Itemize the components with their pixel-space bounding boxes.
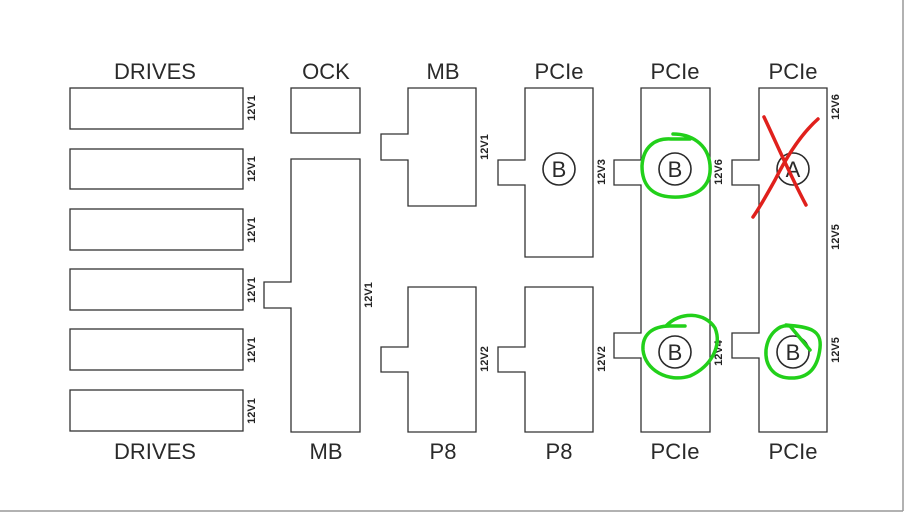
- green-circle-annotation-col5-bottom: [641, 313, 719, 380]
- marker-col5-top: B: [668, 157, 683, 182]
- mb-main-connector: [263, 158, 361, 433]
- marker-col5-bottom: B: [668, 340, 683, 365]
- red-cross-stroke-2: [751, 117, 820, 219]
- drive-rail-3: 12V1: [246, 217, 258, 243]
- ock-connector: [290, 87, 361, 134]
- pcie-col4-rail: 12V3: [596, 159, 608, 185]
- top-label-drives: DRIVES: [114, 59, 196, 84]
- marker-circle-col6-bottom: [776, 335, 810, 369]
- top-label-pcie-3: PCIe: [769, 59, 818, 84]
- pcie-col6-middle-rail: 12V5: [830, 224, 842, 250]
- marker-circle-col4: [542, 152, 576, 186]
- bottom-label-drives: DRIVES: [114, 439, 196, 464]
- drive-connector-5: [69, 328, 244, 371]
- drive-connector-2: [69, 148, 244, 190]
- drive-rail-5: 12V1: [246, 337, 258, 363]
- drive-rail-6: 12V1: [246, 398, 258, 424]
- drive-connector-6: [69, 389, 244, 432]
- drive-connector-3: [69, 208, 244, 251]
- bottom-label-mb: MB: [310, 439, 343, 464]
- pcie-col6-bottom-rail: 12V5: [830, 337, 842, 363]
- pcie-col5-top-rail: 12V6: [713, 159, 725, 185]
- drive-connector-1: [69, 87, 244, 130]
- pcie-connector-col4: [497, 87, 594, 258]
- pcie-connector-col5: [613, 87, 711, 433]
- bottom-label-pcie-2: PCIe: [769, 439, 818, 464]
- p8-connector-2: [497, 286, 594, 433]
- top-label-pcie-2: PCIe: [651, 59, 700, 84]
- mb-main-rail: 12V1: [363, 282, 375, 308]
- drive-rail-4: 12V1: [246, 277, 258, 303]
- top-label-pcie-1: PCIe: [535, 59, 584, 84]
- marker-circle-col5-top: [658, 152, 692, 186]
- p8-rail-1: 12V2: [479, 346, 491, 372]
- bottom-label-pcie-1: PCIe: [651, 439, 700, 464]
- marker-circle-col5-bottom: [658, 335, 692, 369]
- marker-col6-top: A: [786, 157, 801, 182]
- drive-rail-2: 12V1: [246, 156, 258, 182]
- pcie-col6-top-rail: 12V6: [830, 94, 842, 120]
- p8-connector-1: [380, 286, 477, 433]
- green-circle-annotation-col6-bottom: [764, 323, 822, 380]
- bottom-label-p8-2: P8: [546, 439, 573, 464]
- red-cross-stroke-1: [762, 115, 808, 207]
- mb-top-connector: [380, 87, 477, 207]
- bottom-label-p8-1: P8: [430, 439, 457, 464]
- mb-top-rail: 12V1: [479, 134, 491, 160]
- top-label-mb: MB: [427, 59, 460, 84]
- drive-rail-1: 12V1: [246, 95, 258, 121]
- marker-col6-bottom: B: [786, 340, 801, 365]
- marker-col4: B: [552, 157, 567, 182]
- top-label-ock: OCK: [302, 59, 350, 84]
- drive-connector-4: [69, 268, 244, 311]
- green-circle-annotation-col5-top: [640, 132, 712, 199]
- p8-rail-2: 12V2: [596, 346, 608, 372]
- pcie-connector-col6: [731, 87, 828, 433]
- marker-circle-col6-top: [776, 152, 810, 186]
